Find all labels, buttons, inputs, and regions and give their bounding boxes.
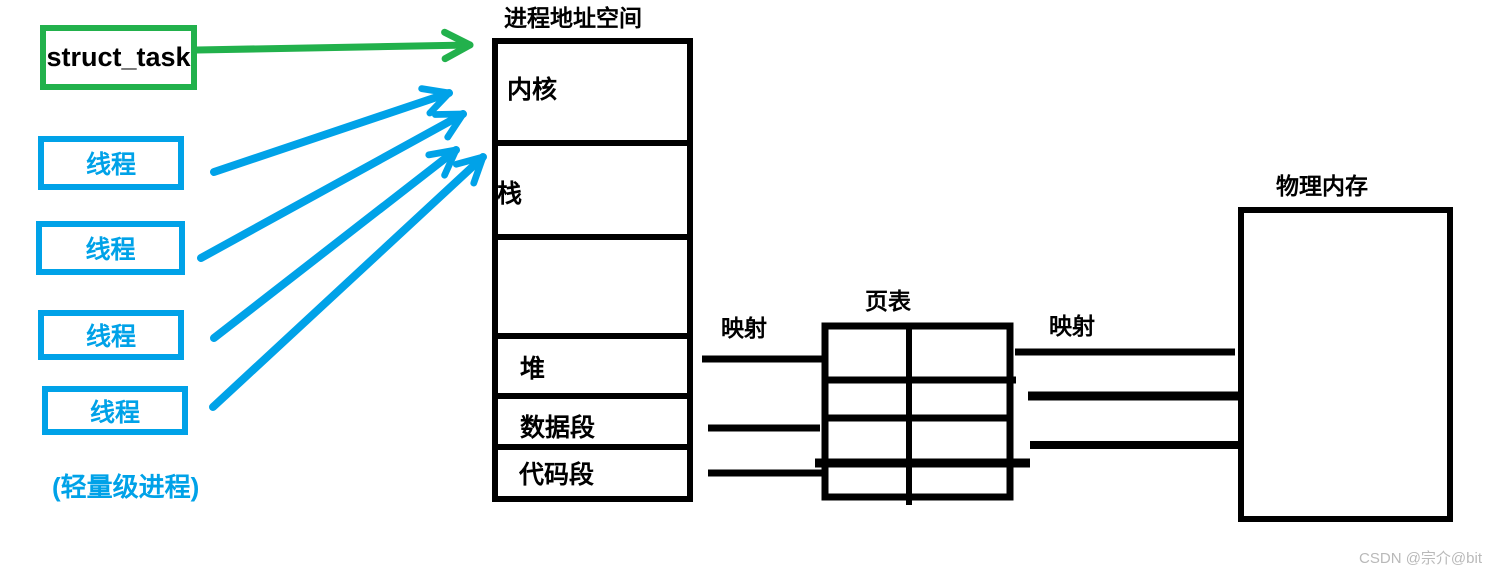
section-kernel-label: 内核 <box>507 76 558 104</box>
thread-arrow-2 <box>197 110 467 262</box>
thread-box-3: 线程 <box>38 310 184 360</box>
lightweight-process-caption: (轻量级进程) <box>52 472 200 502</box>
page-table-box <box>821 322 1014 501</box>
physical-memory-box <box>1238 207 1453 522</box>
struct-task-label: struct_task <box>46 42 191 72</box>
physical-memory-title: 物理内存 <box>1276 173 1368 199</box>
thread-box-2: 线程 <box>36 221 185 275</box>
thread-arrow-1 <box>210 85 453 176</box>
thread-label-2: 线程 <box>85 236 136 264</box>
section-stack-label: 栈 <box>497 180 523 208</box>
thread-arrow-4 <box>209 153 487 411</box>
section-code-segment-label: 代码段 <box>519 461 595 489</box>
section-heap-label: 堆 <box>520 355 546 383</box>
thread-arrow-3 <box>210 146 460 342</box>
page-table-title: 页表 <box>865 288 911 314</box>
mapping-right-label: 映射 <box>1049 313 1095 339</box>
address-space-title: 进程地址空间 <box>504 5 642 31</box>
thread-label-3: 线程 <box>85 323 136 351</box>
thread-label-4: 线程 <box>89 398 140 427</box>
struct-task-arrow <box>193 28 474 63</box>
struct-task-box: struct_task <box>40 25 197 90</box>
thread-label-1: 线程 <box>85 151 136 179</box>
mapping-left-label: 映射 <box>721 315 767 341</box>
csdn-watermark: CSDN @宗介@bit <box>1359 550 1482 567</box>
section-data-segment-label: 数据段 <box>520 414 596 442</box>
thread-box-4: 线程 <box>42 386 188 435</box>
thread-box-1: 线程 <box>38 136 184 190</box>
